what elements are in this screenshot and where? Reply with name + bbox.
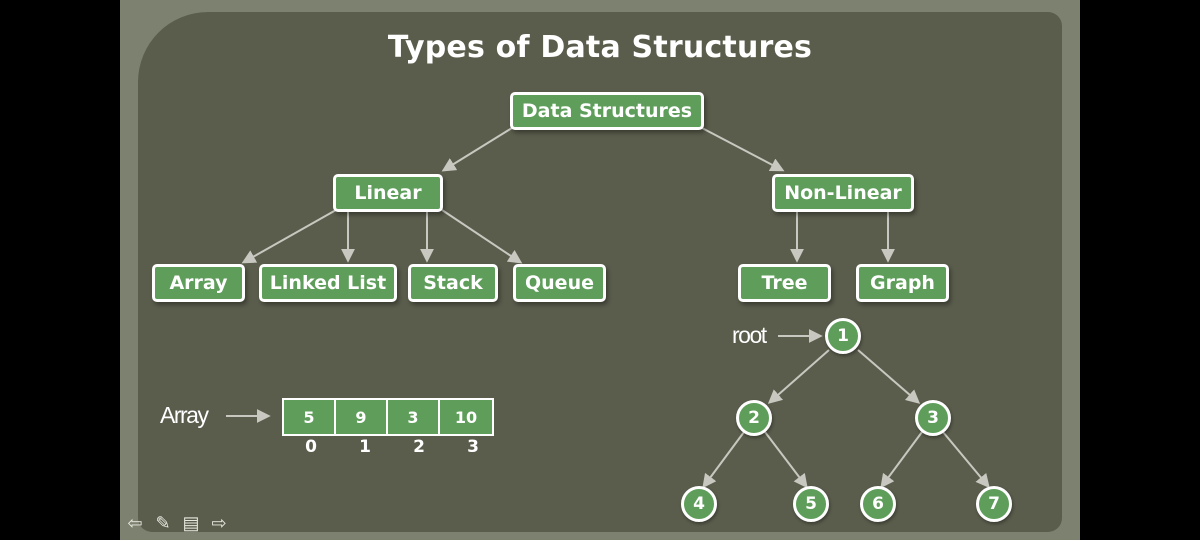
arrow-linear-array [241,209,337,264]
tree-node-1: 1 [825,318,861,354]
tree-node-4: 4 [681,486,717,522]
edge-3-7 [942,431,990,489]
node-array: Array [152,264,245,302]
array-cell: 3 [388,400,440,434]
tree-node-2: 2 [736,400,772,436]
node-linear: Linear [333,174,443,212]
presentation-toolbar: ⇦ ✎ ▤ ⇨ [124,512,230,534]
pen-icon[interactable]: ✎ [155,513,171,533]
node-stack: Stack [408,264,498,302]
root-label: root [732,322,767,348]
array-cell: 10 [440,400,492,434]
node-tree: Tree [738,264,831,302]
edge-2-4 [702,431,745,489]
arrow-root-nonlinear [701,127,785,172]
edge-3-6 [880,431,923,489]
node-graph: Graph [856,264,949,302]
arrow-linear-queue [441,209,523,264]
connector-arrows [226,127,990,489]
tree-node-5: 5 [793,486,829,522]
array-indices: 0 1 2 3 [284,437,500,457]
tree-node-6: 6 [860,486,896,522]
next-arrow-icon[interactable]: ⇨ [211,513,227,533]
edge-1-3 [857,349,921,404]
prev-arrow-icon[interactable]: ⇦ [127,513,143,533]
array-index: 3 [467,437,479,457]
tree-node-3: 3 [915,400,951,436]
node-non-linear: Non-Linear [772,174,914,212]
array-index: 0 [305,437,317,457]
menu-icon[interactable]: ▤ [182,513,200,533]
edge-2-5 [764,431,808,489]
array-cells: 5 9 3 10 [282,398,494,436]
node-linked-list: Linked List [259,264,397,302]
edge-1-2 [767,349,830,404]
arrow-root-linear [441,127,513,172]
node-queue: Queue [513,264,606,302]
array-cell: 9 [336,400,388,434]
array-index: 2 [413,437,425,457]
array-index: 1 [359,437,371,457]
tree-node-7: 7 [976,486,1012,522]
node-data-structures: Data Structures [510,92,704,130]
slide-title: Types of Data Structures [387,30,813,65]
array-label: Array [160,402,209,428]
array-cell: 5 [284,400,336,434]
